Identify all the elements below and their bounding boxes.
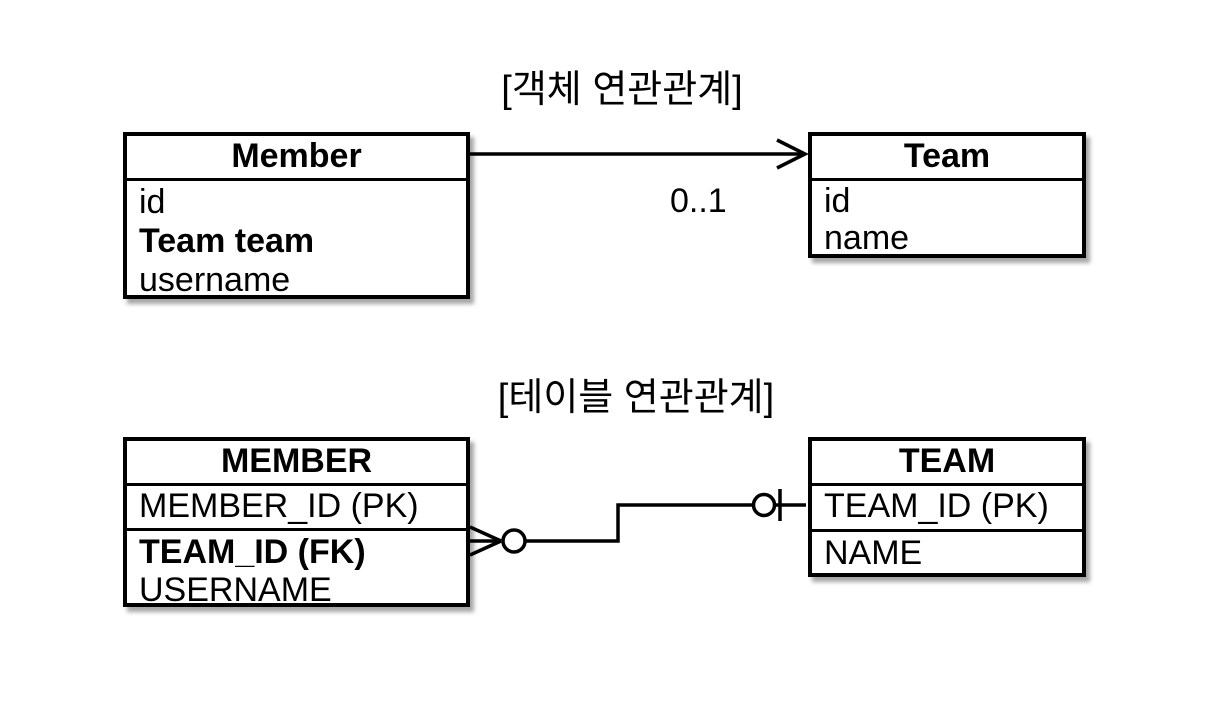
team-class-title: Team (812, 136, 1082, 181)
member-table-fk-column: TEAM_ID (FK) (139, 533, 366, 571)
object-diagram-title: [객체 연관관계] (501, 69, 743, 111)
team-class-fields: id name (812, 181, 1082, 257)
table-diagram-title: [테이블 연관관계] (497, 377, 775, 419)
team-table-box: TEAM TEAM_ID (PK) NAME (808, 437, 1086, 577)
team-field-id: id (824, 182, 851, 220)
member-table-title: MEMBER (127, 441, 466, 486)
member-field-id: id (139, 183, 166, 221)
member-table-pk-column: MEMBER_ID (PK) (127, 486, 466, 531)
crows-foot-zero-or-many-icon (469, 525, 527, 557)
team-table-pk-column: TEAM_ID (PK) (812, 486, 1082, 532)
member-field-username: username (139, 261, 291, 299)
open-arrowhead-icon (776, 138, 809, 170)
fk-relationship-line (469, 489, 806, 557)
association-arrow (470, 138, 809, 170)
member-class-box: Member id Team team username (123, 132, 470, 299)
team-field-name: name (824, 219, 910, 257)
association-multiplicity-label: 0..1 (670, 182, 727, 220)
member-table-username-column: USERNAME (139, 571, 332, 609)
member-table-columns: TEAM_ID (FK) USERNAME (127, 531, 466, 609)
zero-or-one-icon (751, 489, 806, 521)
team-table-name-column: NAME (824, 534, 923, 572)
member-field-team: Team team (139, 222, 315, 260)
team-table-title: TEAM (812, 441, 1082, 486)
member-table-box: MEMBER MEMBER_ID (PK) TEAM_ID (FK) USERN… (123, 437, 470, 609)
member-class-title: Member (127, 136, 466, 181)
team-class-box: Team id name (808, 132, 1086, 258)
member-class-fields: id Team team username (127, 181, 466, 300)
